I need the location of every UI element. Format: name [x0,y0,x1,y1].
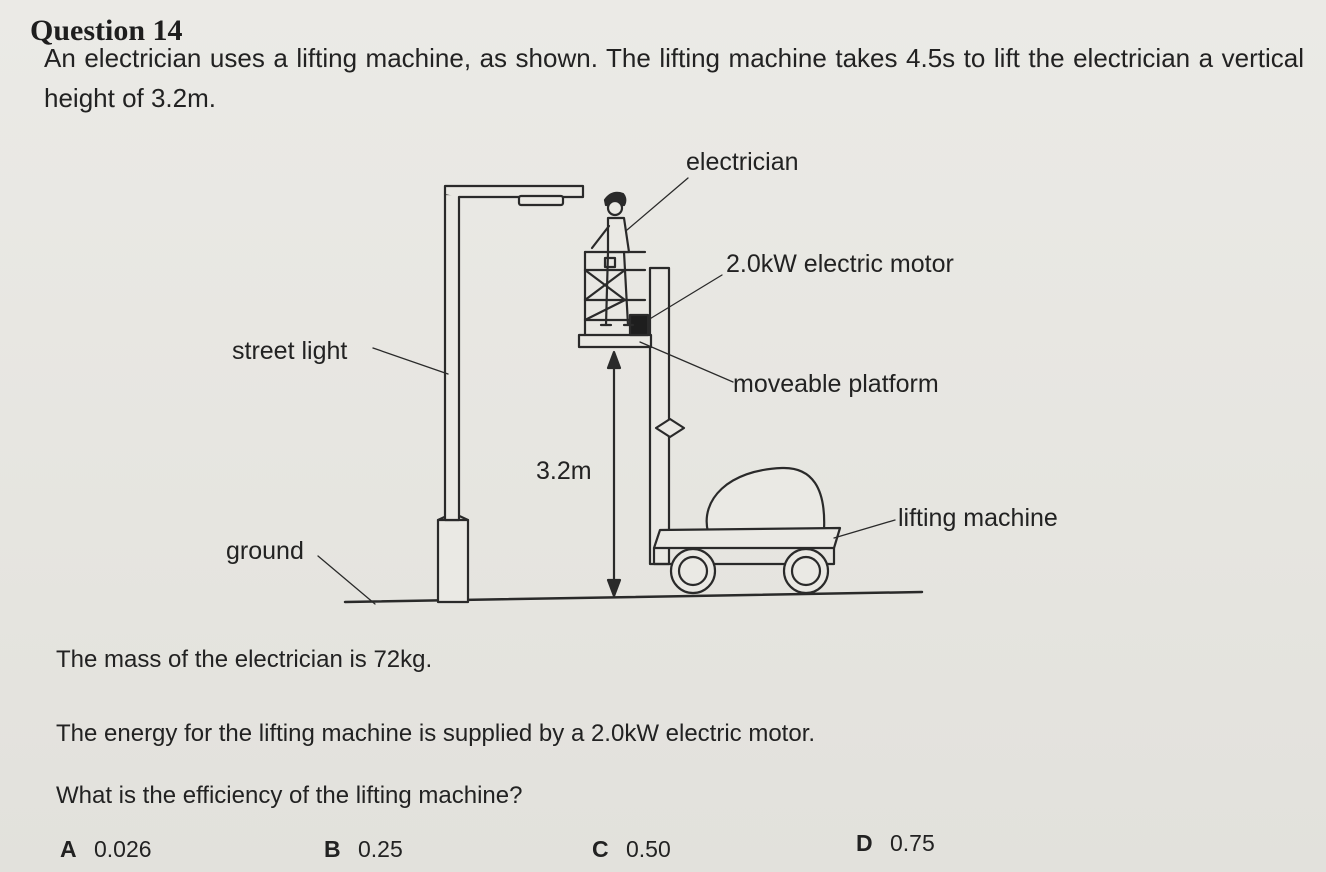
option-d[interactable]: D 0.75 [856,830,935,857]
option-letter: A [60,836,77,862]
option-value: 0.25 [358,836,403,862]
option-value: 0.75 [890,830,935,856]
electrician-figure [590,191,635,327]
option-c[interactable]: C 0.50 [592,836,671,863]
question-number: Question 14 [30,14,183,47]
option-letter: D [856,830,873,856]
question-prompt: What is the efficiency of the lifting ma… [56,782,523,809]
label-moveable-platform: moveable platform [733,370,939,398]
question-intro: An electrician uses a lifting machine, a… [44,43,1304,113]
option-b[interactable]: B 0.25 [324,836,403,863]
label-lifting-machine: lifting machine [898,504,1058,532]
label-street-light: street light [232,337,347,365]
leader-lines [317,177,896,605]
lifting-machine-vehicle [652,466,842,595]
label-height: 3.2m [536,457,592,485]
label-ground: ground [226,537,304,565]
height-arrow [606,350,622,598]
energy-statement: The energy for the lifting machine is su… [56,720,816,747]
lifting-mast [648,266,686,566]
option-letter: B [324,836,341,862]
label-electric-motor: 2.0kW electric motor [726,250,954,278]
option-letter: C [592,836,609,862]
option-value: 0.026 [94,836,152,862]
moveable-platform [577,250,653,349]
ground-line [343,590,924,604]
option-value: 0.50 [626,836,671,862]
mass-statement: The mass of the electrician is 72kg. [56,646,433,673]
street-light [436,184,585,604]
option-a[interactable]: A 0.026 [60,836,152,863]
label-electrician: electrician [686,148,799,176]
